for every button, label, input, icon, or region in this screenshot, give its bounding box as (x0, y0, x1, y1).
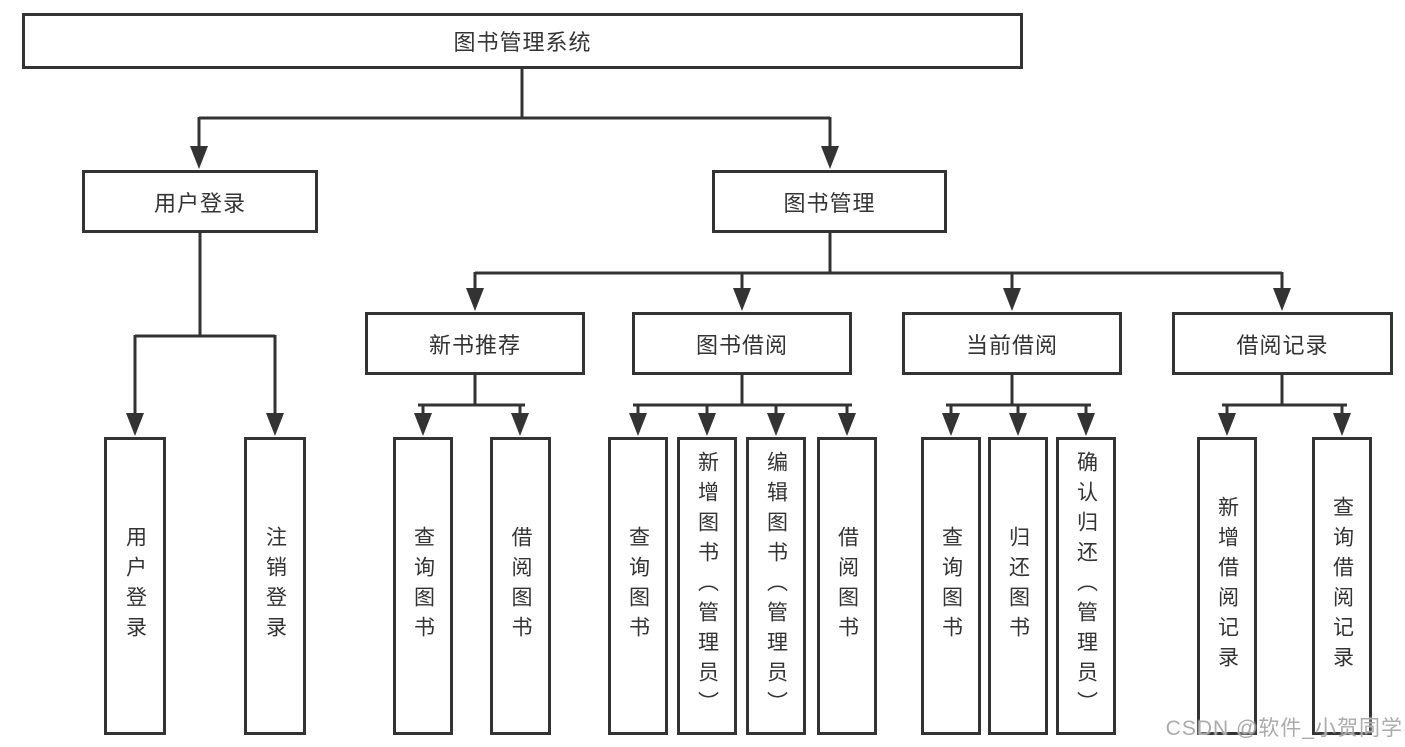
leaf-query-borrow-record-label: 查询借阅记录 (1330, 496, 1354, 676)
leaf-newbook-query-books-label: 查询图书 (411, 526, 435, 646)
node-book-management: 图书管理 (712, 170, 947, 233)
leaf-borrow-borrow-books: 借阅图书 (817, 437, 877, 735)
node-user-login-label: 用户登录 (153, 190, 246, 216)
node-borrow-records-label: 借阅记录 (1236, 332, 1329, 358)
leaf-borrow-borrow-books-label: 借阅图书 (835, 526, 859, 646)
connector-user-login-branch (126, 232, 284, 436)
leaf-borrow-query-books: 查询图书 (608, 437, 668, 735)
leaf-query-borrow-record: 查询借阅记录 (1312, 437, 1372, 735)
node-user-login: 用户登录 (82, 170, 318, 233)
connector-book-management-branch (466, 232, 1291, 311)
leaf-edit-books-admin-label: 编辑图书（管理员） (764, 451, 788, 721)
leaf-add-books-admin-label: 新增图书（管理员） (695, 451, 719, 721)
node-new-book-recommend-label: 新书推荐 (428, 332, 521, 358)
leaf-confirm-return-admin-label: 确认归还（管理员） (1074, 451, 1098, 721)
leaf-add-borrow-record: 新增借阅记录 (1197, 437, 1257, 735)
leaf-newbook-query-books: 查询图书 (393, 437, 453, 735)
leaf-return-books: 归还图书 (988, 437, 1048, 735)
csdn-watermark: CSDN @软件_小贺同学 (1165, 717, 1403, 740)
leaf-add-borrow-record-label: 新增借阅记录 (1215, 496, 1239, 676)
leaf-return-books-label: 归还图书 (1006, 526, 1030, 646)
node-borrow-records: 借阅记录 (1172, 312, 1393, 375)
leaf-current-query-books: 查询图书 (921, 437, 981, 735)
leaf-add-books-admin: 新增图书（管理员） (677, 437, 737, 735)
leaf-current-query-books-label: 查询图书 (939, 526, 963, 646)
leaf-borrow-query-books-label: 查询图书 (626, 526, 650, 646)
node-current-borrow: 当前借阅 (902, 312, 1122, 375)
leaf-user-login-label: 用户登录 (123, 526, 147, 646)
node-book-borrow-label: 图书借阅 (695, 332, 788, 358)
connector-borrow-records-branch (1218, 374, 1351, 436)
leaf-logout-label: 注销登录 (263, 526, 287, 646)
connector-book-borrow-branch (629, 374, 856, 436)
node-root-library-system: 图书管理系统 (22, 13, 1023, 69)
leaf-newbook-borrow-books: 借阅图书 (490, 437, 551, 735)
leaf-edit-books-admin: 编辑图书（管理员） (746, 437, 806, 735)
node-root-label: 图书管理系统 (453, 30, 592, 55)
connector-new-book-branch (414, 374, 529, 436)
leaf-newbook-borrow-books-label: 借阅图书 (509, 526, 532, 646)
connector-root-to-level2 (190, 68, 839, 169)
leaf-user-login: 用户登录 (104, 437, 166, 735)
node-current-borrow-label: 当前借阅 (965, 332, 1058, 358)
leaf-confirm-return-admin: 确认归还（管理员） (1056, 437, 1116, 735)
node-book-borrow: 图书借阅 (632, 312, 852, 375)
node-new-book-recommend: 新书推荐 (365, 312, 585, 375)
connector-current-borrow-branch (942, 374, 1095, 436)
leaf-logout: 注销登录 (244, 437, 306, 735)
node-book-management-label: 图书管理 (783, 190, 876, 216)
